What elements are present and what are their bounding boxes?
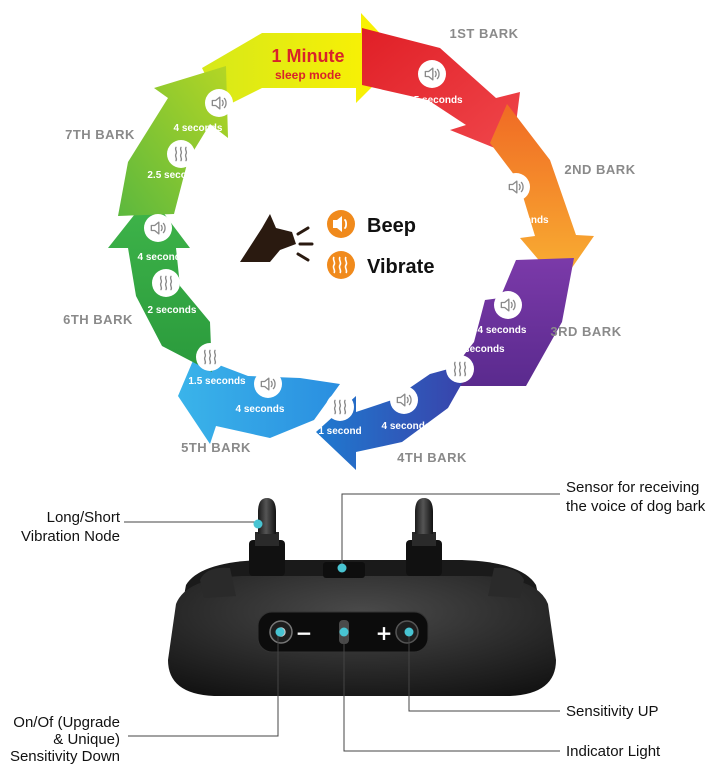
bark-7-label: 7TH BARK: [65, 127, 135, 142]
bark-5-label: 5TH BARK: [181, 440, 251, 455]
speaker-icon: [333, 216, 348, 232]
bark-3-beep-vibrate: 4 seconds 0.5 seconds: [446, 291, 527, 383]
bark-collar-device: − +: [168, 498, 556, 696]
arrow-bark-2: [490, 104, 594, 285]
bark-6-label: 6TH BARK: [63, 312, 133, 327]
bark-4-label: 4TH BARK: [397, 450, 467, 465]
svg-text:4 seconds: 4 seconds: [382, 421, 431, 432]
vibration-icon: [332, 256, 348, 274]
callout-node-line2: Vibration Node: [21, 528, 120, 545]
svg-text:1 second: 1 second: [318, 426, 361, 437]
left-vibration-prong: [249, 498, 285, 576]
callout-node-line1: Long/Short: [47, 509, 121, 526]
legend-vibrate: Vibrate: [327, 251, 434, 279]
bark-cycle: [108, 13, 594, 470]
bark-7-beep-vibrate: 4 seconds 2.5 seconds: [147, 89, 233, 181]
callout-dots: [253, 519, 414, 637]
svg-text:Beep: Beep: [367, 215, 416, 237]
callout-onoff-line1: On/Of (Upgrade: [13, 714, 120, 731]
sleep-mode-title: 1 Minute: [271, 46, 344, 66]
sensitivity-up-button[interactable]: +: [376, 621, 393, 645]
bark-4-beep-vibrate: 4 seconds 1 second: [318, 386, 431, 437]
callout-onoff-line2: & Unique): [53, 731, 120, 748]
bark-2-beep: 2.5 seconds: [491, 173, 549, 226]
bark-1-beep: 1.5 seconds: [405, 60, 463, 106]
svg-text:Vibrate: Vibrate: [367, 256, 434, 278]
svg-text:0.5 seconds: 0.5 seconds: [447, 344, 505, 355]
callout-sensitivity-up: Sensitivity UP: [566, 703, 659, 720]
sensitivity-down-button[interactable]: −: [296, 621, 313, 645]
barking-dog-icon: [240, 214, 314, 262]
callout-onoff-line3: Sensitivity Down: [10, 748, 120, 765]
svg-text:2.5 seconds: 2.5 seconds: [147, 170, 205, 181]
bark-1-label: 1ST BARK: [449, 26, 518, 41]
callout-indicator-light: Indicator Light: [566, 743, 661, 760]
arrow-bark-7: [118, 66, 228, 216]
sleep-mode-subtitle: sleep mode: [275, 68, 341, 82]
right-vibration-prong: [406, 498, 442, 576]
arrow-bark-1: [362, 28, 520, 155]
callout-sensor-line1: Sensor for receiving: [566, 479, 699, 496]
bark-3-label: 3RD BARK: [550, 324, 621, 339]
svg-text:2.5 seconds: 2.5 seconds: [491, 215, 549, 226]
arrow-bark-3: [440, 258, 574, 386]
arrow-sleep-mode: [202, 13, 402, 108]
bark-5-beep-vibrate: 1.5 seconds 4 seconds: [188, 343, 285, 415]
svg-text:2 seconds: 2 seconds: [148, 305, 197, 316]
svg-text:4 seconds: 4 seconds: [138, 252, 187, 263]
bark-2-label: 2ND BARK: [564, 162, 635, 177]
svg-text:4 seconds: 4 seconds: [236, 404, 285, 415]
arrow-bark-4: [316, 362, 474, 470]
callout-sensor-line2: the voice of dog bark: [566, 498, 706, 515]
svg-text:1.5 seconds: 1.5 seconds: [188, 376, 246, 387]
legend-beep: Beep: [327, 210, 416, 238]
svg-text:1.5 seconds: 1.5 seconds: [405, 95, 463, 106]
bark-6-beep-vibrate: 4 seconds 2 seconds: [138, 214, 197, 316]
svg-text:4 seconds: 4 seconds: [478, 325, 527, 336]
svg-text:4 seconds: 4 seconds: [174, 123, 223, 134]
